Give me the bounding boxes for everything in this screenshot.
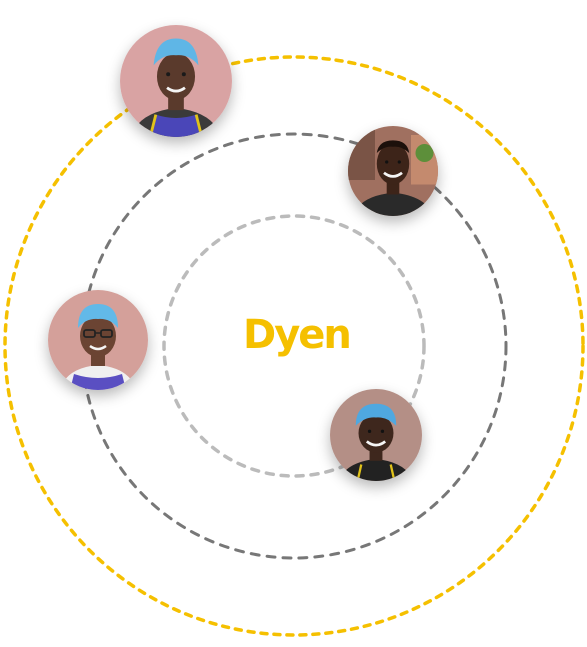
middle-orbit-ring — [80, 132, 508, 560]
portrait-image — [348, 126, 438, 216]
team-member-avatar-right-upper — [348, 126, 438, 216]
team-member-avatar-left — [48, 290, 148, 390]
outer-orbit-ring — [3, 55, 585, 637]
dyen-logo: Dyen — [243, 312, 352, 358]
portrait-image — [330, 389, 422, 481]
portrait-image — [48, 290, 148, 390]
portrait-image — [120, 25, 232, 137]
inner-orbit-ring — [162, 214, 426, 478]
team-member-avatar-right-lower — [330, 389, 422, 481]
team-member-avatar-top — [120, 25, 232, 137]
